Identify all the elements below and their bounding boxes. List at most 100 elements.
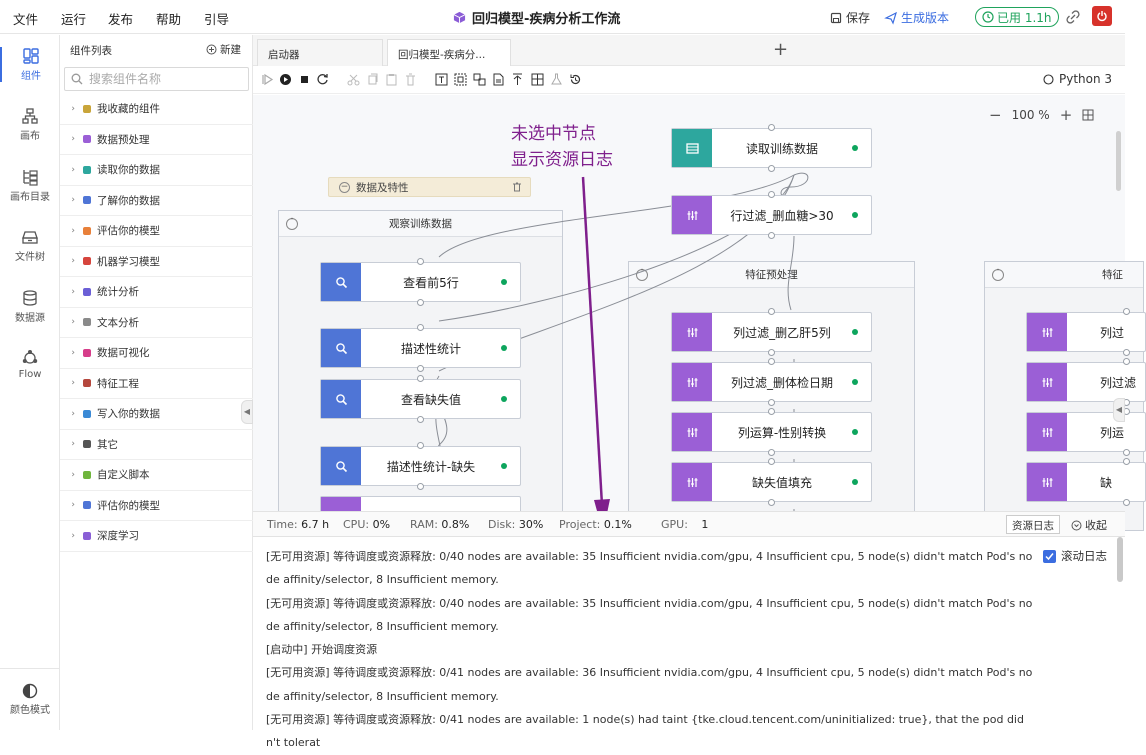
workflow-node[interactable]: 列过滤_删体检日期 [671, 362, 872, 402]
node-output-port[interactable] [1123, 349, 1130, 356]
collapse-log-button[interactable]: 收起 [1071, 517, 1107, 533]
collapse-group-icon[interactable]: ˆ [286, 218, 298, 230]
history-icon[interactable] [569, 73, 582, 86]
workflow-node[interactable]: 列过 [1026, 312, 1146, 352]
component-category[interactable]: ›其它 [60, 430, 253, 460]
generate-version-button[interactable]: 生成版本 [884, 9, 949, 26]
node-output-port[interactable] [768, 399, 775, 406]
tab-workflow[interactable]: 回归模型-疾病分... [387, 39, 511, 67]
log-scrollbar[interactable] [1117, 537, 1123, 582]
step-run-icon[interactable] [261, 73, 274, 86]
node-output-port[interactable] [417, 365, 424, 372]
node-output-port[interactable] [1123, 499, 1130, 506]
trash-icon[interactable] [512, 182, 522, 192]
ungroup-icon[interactable] [473, 73, 486, 86]
component-category[interactable]: ›统计分析 [60, 277, 253, 308]
menu-file[interactable]: 文件 [13, 12, 39, 27]
node-output-port[interactable] [417, 416, 424, 423]
node-input-port[interactable] [417, 258, 424, 265]
component-category[interactable]: ›了解你的数据 [60, 186, 253, 216]
paste-icon[interactable] [385, 73, 398, 86]
component-category[interactable]: ›写入你的数据 [60, 399, 253, 430]
flask-icon[interactable] [550, 73, 563, 86]
workflow-node[interactable]: 查看前5行 [320, 262, 521, 302]
collapse-group-icon[interactable]: ˆ [636, 269, 648, 281]
zoom-in-button[interactable]: + [1059, 106, 1073, 124]
resource-log-button[interactable]: 资源日志 [1006, 515, 1060, 534]
kernel-indicator[interactable]: Python 3 [1043, 72, 1112, 86]
component-category[interactable]: ›机器学习模型 [60, 247, 253, 277]
node-output-port[interactable] [768, 349, 775, 356]
component-category[interactable]: ›评估你的模型 [60, 491, 253, 521]
right-panel-handle[interactable]: ◀ [1113, 398, 1125, 422]
collapse-chip-icon[interactable]: − [339, 181, 350, 193]
node-input-port[interactable] [768, 458, 775, 465]
workflow-node[interactable]: 缺失值填充 [671, 462, 872, 502]
tab-launcher[interactable]: 启动器 [257, 39, 383, 66]
pending-group-chip[interactable]: − 数据及特性 [328, 177, 531, 197]
add-tab-button[interactable]: + [773, 39, 789, 60]
workflow-canvas[interactable]: ˆ 观察训练数据 ˆ 特征预处理 ˆ 特征 − 数据及特性 [253, 95, 1146, 536]
component-category[interactable]: ›我收藏的组件 [60, 94, 253, 125]
node-input-port[interactable] [768, 308, 775, 315]
workflow-node[interactable]: 描述性统计-缺失 [320, 446, 521, 486]
node-input-port[interactable] [768, 358, 775, 365]
zoom-out-button[interactable]: − [989, 106, 1002, 124]
rail-canvas[interactable]: 画布 [0, 107, 60, 142]
collapse-group-icon[interactable]: ˆ [992, 269, 1004, 281]
node-input-port[interactable] [1123, 458, 1130, 465]
link-icon[interactable] [1066, 10, 1080, 24]
menu-run[interactable]: 运行 [61, 12, 87, 27]
refresh-icon[interactable] [316, 73, 329, 86]
component-search-input[interactable] [89, 72, 239, 86]
stop-icon[interactable] [298, 73, 311, 86]
new-component-button[interactable]: 新建 [206, 42, 241, 57]
workflow-node[interactable]: 查看缺失值 [320, 379, 521, 419]
workflow-node[interactable]: 行过滤_删血糖>30 [671, 195, 872, 235]
workflow-node[interactable]: 描述性统计 [320, 328, 521, 368]
component-category[interactable]: ›数据预处理 [60, 125, 253, 155]
delete-icon[interactable] [404, 73, 417, 86]
cut-icon[interactable] [347, 73, 360, 86]
rail-flow[interactable]: Flow [0, 349, 60, 380]
layout-icon[interactable] [531, 73, 544, 86]
fit-view-icon[interactable] [1082, 109, 1094, 121]
node-input-port[interactable] [1123, 308, 1130, 315]
upload-icon[interactable] [511, 73, 524, 86]
node-output-port[interactable] [417, 299, 424, 306]
node-output-port[interactable] [768, 449, 775, 456]
save-button[interactable]: 保存 [830, 9, 870, 26]
node-output-port[interactable] [768, 499, 775, 506]
run-icon[interactable] [279, 73, 292, 86]
menu-publish[interactable]: 发布 [108, 12, 134, 27]
workflow-node[interactable]: 缺 [1026, 462, 1146, 502]
node-input-port[interactable] [417, 375, 424, 382]
menu-guide[interactable]: 引导 [204, 12, 230, 27]
node-output-port[interactable] [1123, 449, 1130, 456]
document-icon[interactable] [492, 73, 505, 86]
component-category[interactable]: ›自定义脚本 [60, 460, 253, 491]
node-output-port[interactable] [768, 232, 775, 239]
component-category[interactable]: ›深度学习 [60, 521, 253, 552]
component-category[interactable]: ›文本分析 [60, 308, 253, 338]
copy-icon[interactable] [366, 73, 379, 86]
rail-components[interactable]: 组件 [0, 47, 60, 82]
menu-help[interactable]: 帮助 [156, 12, 182, 27]
node-output-port[interactable] [768, 165, 775, 172]
component-category[interactable]: ›读取你的数据 [60, 155, 253, 186]
canvas-scrollbar[interactable] [1116, 131, 1121, 191]
power-button[interactable] [1092, 6, 1112, 26]
node-output-port[interactable] [417, 483, 424, 490]
workflow-node[interactable]: 列过滤 [1026, 362, 1146, 402]
panel-collapse-handle[interactable]: ◀ [241, 400, 253, 424]
group-icon[interactable] [454, 73, 467, 86]
text-icon[interactable] [435, 73, 448, 86]
rail-file-tree[interactable]: 文件树 [0, 228, 60, 263]
workflow-node[interactable]: 列运算-性别转换 [671, 412, 872, 452]
node-input-port[interactable] [768, 408, 775, 415]
rail-color-mode[interactable]: 颜色模式 [0, 683, 60, 716]
component-category[interactable]: ›特征工程 [60, 369, 253, 399]
rail-canvas-tree[interactable]: 画布目录 [0, 168, 60, 203]
node-input-port[interactable] [768, 124, 775, 131]
component-category[interactable]: ›数据可视化 [60, 338, 253, 369]
